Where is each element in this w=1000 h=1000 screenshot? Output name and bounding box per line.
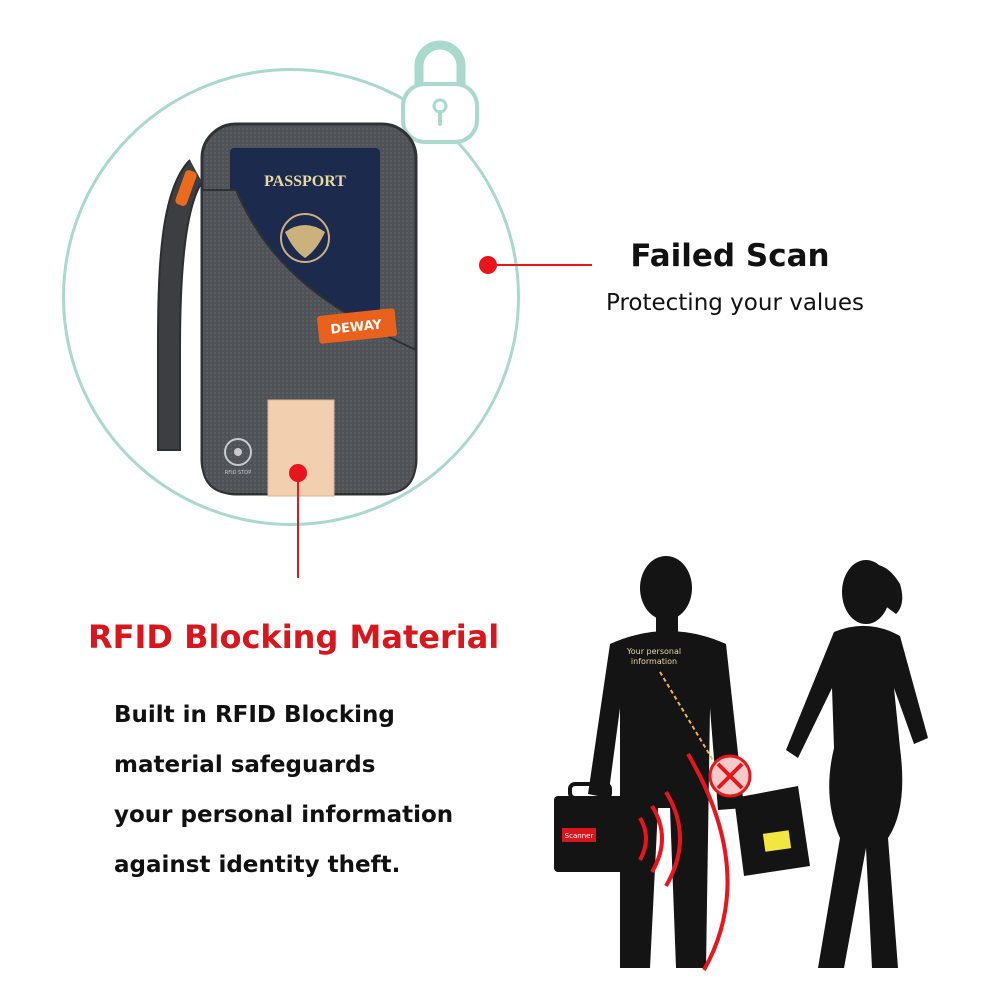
rfid-description: Built in RFID Blocking material safeguar… [114,690,514,890]
handbag [734,786,810,876]
rfid-badge-label: RFID STOP [225,470,251,476]
description-line: Built in RFID Blocking [114,702,395,728]
connector-dot-rfid [289,464,307,482]
woman-silhouette [786,560,928,968]
blocked-x-icon [708,754,752,798]
failed-scan-subtitle: Protecting your values [605,290,865,316]
description-line: material safeguards [114,752,376,778]
brand-label: DEWAY [330,317,384,337]
info-label-line2: information [631,657,677,666]
briefcase: Scanner [554,782,628,872]
info-label-line1: Your personal [626,647,681,656]
failed-scan-title: Failed Scan [630,238,830,274]
lock-icon [395,36,485,146]
passport-wallet: PASSPORT DEWAY RFID STOP [150,120,430,500]
rfid-blocking-title: RFID Blocking Material [88,618,500,656]
radio-waves [638,752,730,971]
connector-line-rfid [297,480,299,578]
protection-ring [62,68,520,526]
man-silhouette [588,556,744,968]
description-line: against identity theft. [114,852,401,878]
theft-scene-illustration: Your personal information Scanner [548,548,988,988]
description-line: your personal information [114,802,454,828]
eagle-seal-icon [280,213,330,263]
passport-label: PASSPORT [264,173,346,190]
connector-dot-scan [479,256,497,274]
rfid-icon [224,438,252,466]
bag-label: Scanner [565,832,594,840]
connector-line-scan [495,264,592,266]
